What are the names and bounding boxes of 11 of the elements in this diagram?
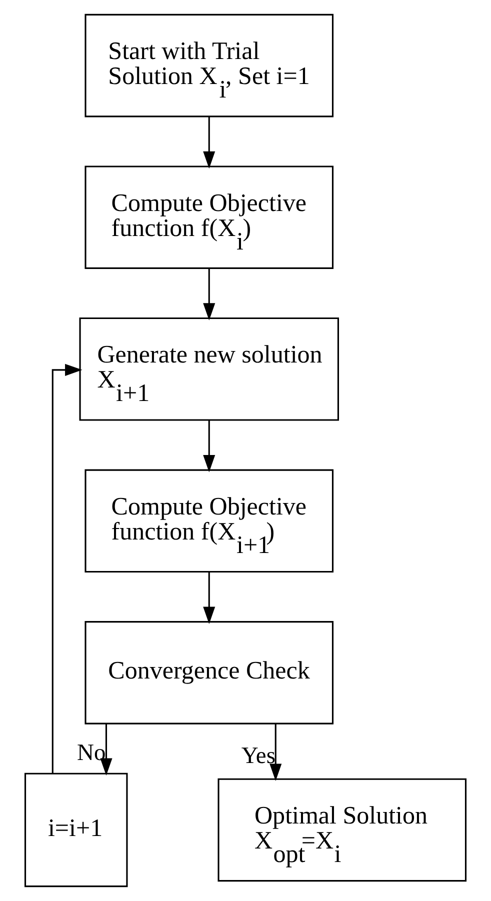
arrow — [203, 572, 216, 624]
arrow — [203, 268, 216, 320]
edge-label: Yes — [241, 742, 276, 769]
node-box: Convergence Check — [84, 621, 334, 724]
arrow — [270, 724, 282, 781]
edge-label: No — [77, 740, 106, 766]
arrow — [100, 724, 112, 776]
arrow — [52, 364, 82, 774]
node-box: i=i+1 — [24, 772, 128, 888]
arrow — [203, 116, 216, 169]
arrow — [203, 420, 216, 472]
